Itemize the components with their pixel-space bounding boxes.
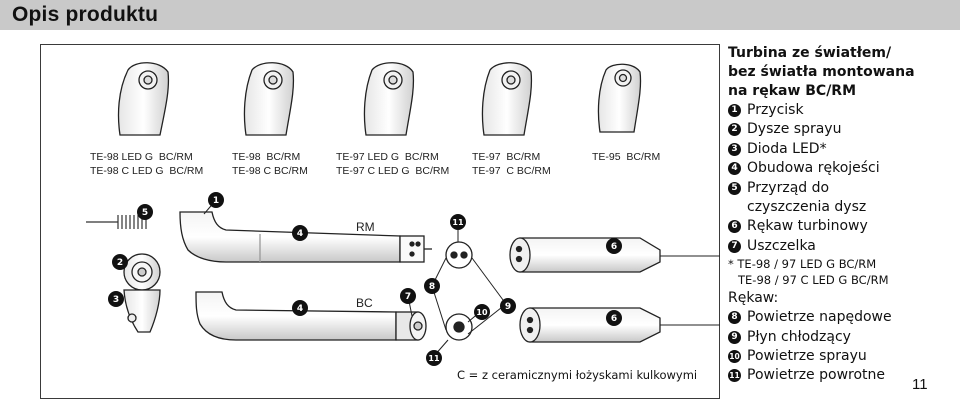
header-bar: Opis produktu [0, 0, 960, 30]
legend-item-5: 5 Przyrząd do [728, 179, 954, 198]
led-note-line-2: TE-98 / 97 C LED G BC/RM [738, 273, 889, 288]
turbine-head-5 [597, 63, 642, 133]
number-badge-icon: 6 [728, 220, 741, 234]
number-badge-icon: 5 [728, 181, 741, 195]
handpiece-bc [195, 291, 427, 341]
callout-11-top: 11 [450, 214, 466, 230]
callout-5: 5 [137, 204, 153, 220]
sleeve-item-8: 8 Powietrze napędowe [728, 308, 954, 327]
number-badge-icon: 1 [728, 104, 741, 117]
callout-4-bc: 4 [292, 300, 308, 316]
figure-caption: C = z ceramicznymi łożyskami kulkowymi [457, 368, 698, 382]
callout-10: 10 [474, 304, 490, 320]
page-number: 11 [912, 376, 928, 393]
legend-heading-3: na rękaw BC/RM [728, 83, 857, 99]
model-label-te95: TE-95 BC/RM [592, 151, 661, 163]
legend-item-5-continued: czyszczenia dysz [747, 199, 867, 216]
model-label-te98: TE-98 BC/RM TE-98 C BC/RM [232, 151, 308, 177]
svg-text:9: 9 [505, 302, 511, 312]
model-label-te98-led: TE-98 LED G BC/RM TE-98 C LED G BC/RM [90, 151, 204, 177]
nozzle-cleaner-icon [86, 215, 147, 229]
callout-6-bc: 6 [606, 310, 622, 326]
svg-text:6: 6 [611, 314, 617, 324]
number-badge-icon: 11 [728, 369, 741, 383]
legend-item-label: Rękaw turbinowy [747, 218, 868, 235]
legend-column: Turbina ze światłem/ bez światła montowa… [728, 44, 954, 386]
callout-1: 1 [208, 192, 224, 208]
number-badge-icon: 9 [728, 330, 741, 344]
callout-6-rm: 6 [606, 238, 622, 254]
svg-text:5: 5 [142, 208, 148, 218]
turbine-head-front [123, 253, 161, 333]
legend-item-7: 7 Uszczelka [728, 237, 954, 256]
callout-4-rm: 4 [292, 225, 308, 241]
number-badge-icon: 10 [728, 350, 741, 364]
figure-frame [40, 44, 720, 399]
svg-text:11: 11 [452, 218, 464, 227]
legend-item-4: 4 Obudowa rękojeści [728, 159, 954, 178]
page-title: Opis produktu [12, 3, 159, 26]
svg-text:6: 6 [611, 242, 617, 252]
turbine-sleeve-rm [509, 237, 661, 273]
legend-item-label: Dysze sprayu [747, 121, 842, 138]
callout-7: 7 [400, 288, 416, 304]
legend-item-label: Przycisk [747, 102, 804, 118]
callout-9: 9 [500, 298, 516, 314]
model-label-te97: TE-97 BC/RM TE-97 C BC/RM [472, 151, 551, 177]
svg-text:8: 8 [429, 282, 435, 292]
legend-item-label: Uszczelka [747, 237, 816, 254]
bc-label: BC [356, 296, 373, 310]
legend-item-6: 6 Rękaw turbinowy [728, 217, 954, 236]
svg-text:4: 4 [297, 229, 303, 239]
svg-text:2: 2 [117, 258, 123, 268]
svg-text:4: 4 [297, 304, 303, 314]
connector-rm-detail [445, 241, 473, 269]
sleeve-heading: Rękaw: [728, 290, 779, 307]
callout-2: 2 [112, 254, 128, 270]
legend-item-label: Powietrze powrotne [747, 367, 886, 384]
callout-8: 8 [424, 278, 440, 294]
legend-heading-1: Turbina ze światłem/ [728, 45, 892, 61]
legend-item-2: 2 Dysze sprayu [728, 120, 954, 139]
rm-label: RM [356, 220, 375, 234]
legend-item-label: Powietrze napędowe [747, 309, 892, 326]
legend-item-label: Dioda LED* [747, 140, 827, 157]
turbine-head-4 [481, 62, 533, 136]
sleeve-item-10: 10 Powietrze sprayu [728, 347, 954, 366]
legend-item-label: Obudowa rękojeści [747, 160, 880, 177]
turbine-sleeve-bc [519, 307, 661, 343]
turbine-head-3 [363, 62, 415, 136]
number-badge-icon: 3 [728, 142, 741, 156]
callout-11-bottom: 11 [426, 350, 442, 366]
number-badge-icon: 8 [728, 311, 741, 325]
handpiece-rm [179, 211, 432, 263]
svg-text:3: 3 [113, 295, 119, 305]
svg-text:7: 7 [405, 292, 411, 302]
number-badge-icon: 4 [728, 162, 741, 176]
legend-heading-2: bez światła montowana [728, 64, 915, 80]
turbine-head-2 [243, 62, 295, 136]
number-badge-icon: 7 [728, 239, 741, 253]
callout-3: 3 [108, 291, 124, 307]
number-badge-icon: 2 [728, 123, 741, 137]
legend-item-1: 1 Przycisk [728, 101, 954, 120]
legend-item-label: Przyrząd do [747, 179, 830, 196]
turbine-head-1 [117, 62, 170, 136]
led-note-line-1: * TE-98 / 97 LED G BC/RM [728, 257, 877, 272]
model-label-te97-led: TE-97 LED G BC/RM TE-97 C LED G BC/RM [336, 151, 450, 177]
svg-text:10: 10 [476, 308, 488, 317]
legend-item-3: 3 Dioda LED* [728, 140, 954, 159]
sleeve-item-11: 11 Powietrze powrotne [728, 366, 954, 385]
sleeve-item-9: 9 Płyn chłodzący [728, 328, 954, 347]
connector-bc-detail [445, 313, 473, 341]
svg-text:11: 11 [428, 354, 440, 363]
legend-item-label: Powietrze sprayu [747, 348, 867, 365]
legend-item-label: Płyn chłodzący [747, 328, 851, 345]
svg-text:1: 1 [213, 196, 219, 206]
